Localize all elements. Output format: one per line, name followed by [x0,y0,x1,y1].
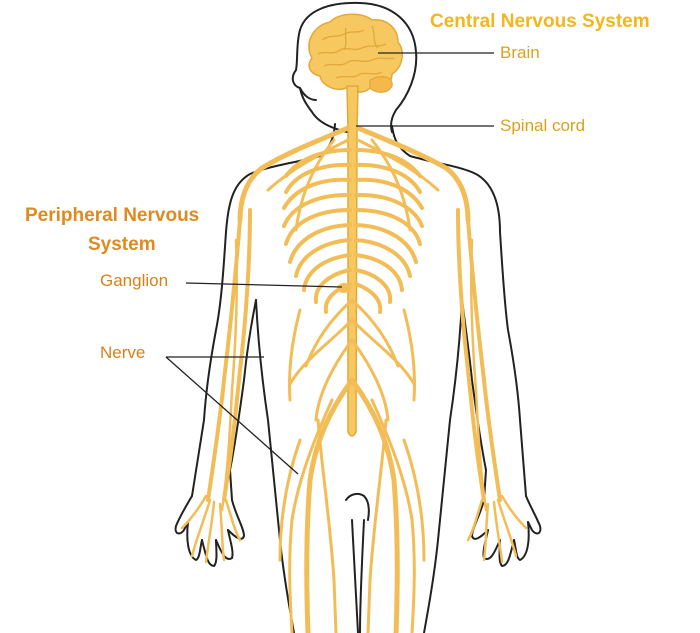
spinal-cord-label: Spinal cord [500,116,586,135]
pns-heading-line1: Peripheral Nervous [25,205,200,226]
nerve-network-icon [180,125,528,633]
ganglion-leader-line [185,282,343,288]
spinal-cord-icon [346,85,359,437]
nerve-label: Nerve [100,343,146,362]
ganglion-label: Ganglion [100,271,169,290]
brain-label: Brain [500,43,540,62]
nerve-leader-line-2 [165,356,299,475]
cns-heading: Central Nervous System [430,11,650,32]
pns-heading-line2: System [88,234,156,255]
brain-icon [308,13,404,93]
leader-lines [165,52,494,475]
